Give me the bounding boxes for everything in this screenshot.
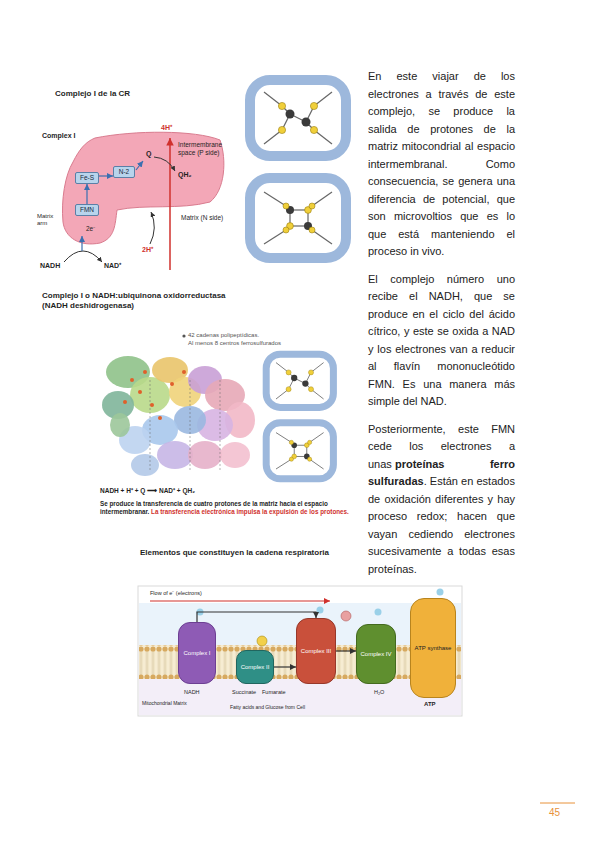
cofactor-box: FMN	[75, 204, 99, 216]
complex-blob-outline	[62, 132, 223, 244]
cluster-box: N-2	[113, 166, 135, 178]
complex-structure-figure-part	[188, 441, 222, 469]
page-rule	[540, 803, 575, 804]
complex-structure-figure-part	[138, 390, 142, 394]
respiratory-chain-figure-part	[150, 600, 330, 601]
respiratory-chain-figure-part	[138, 586, 462, 716]
respiratory-chain-figure-part	[257, 636, 267, 646]
complex-structure-figure-part	[182, 334, 185, 337]
complex-one-arrows-part	[81, 236, 82, 251]
complex-shape: Complex IV	[356, 624, 396, 684]
complex-structure-figure-part	[182, 370, 186, 374]
complex-structure-figure-part	[130, 377, 170, 413]
flow-arrow	[99, 175, 113, 176]
product-label: H₂O	[374, 689, 384, 696]
ubiquinone-label: Q	[146, 150, 151, 158]
respiratory-chain-figure-part	[317, 607, 324, 614]
complex-structure-figure-part	[130, 378, 134, 382]
proton-label: 4H⁺	[161, 124, 172, 132]
note-text: 42 cadenas polipeptídicas.	[188, 332, 259, 339]
iron-sulfur-figure	[266, 354, 333, 479]
cofactor-name: FMN	[80, 206, 94, 213]
figure-caption: Se produce la transferencia de cuatro pr…	[100, 500, 352, 516]
region-label: Mitochondrial Matrix	[142, 700, 187, 706]
page-number: 45	[549, 807, 560, 819]
complex-structure-figure	[102, 334, 255, 476]
complex-structure-figure-part	[190, 380, 191, 470]
cluster-box: Fe-S	[75, 172, 99, 184]
electron-label: 2e⁻	[86, 225, 95, 233]
complex-name: Complex III	[301, 648, 331, 655]
highlight-text: La transferencia electrónica impulsa la …	[151, 508, 349, 515]
iron-sulfur-figure	[250, 80, 346, 258]
complex-one-arrows-part	[150, 212, 154, 244]
substrate-label: NADH	[184, 689, 200, 696]
paragraph: El complejo número uno recibe el NADH, q…	[368, 271, 515, 411]
complex-name: Complex IV	[360, 651, 391, 658]
flow-arrow	[336, 650, 356, 651]
respiratory-chain-figure-part	[437, 589, 444, 596]
complex-name: Complex II	[241, 664, 270, 671]
complex-shape: Complex II	[236, 650, 274, 684]
complex-shape: Complex III	[296, 618, 336, 684]
region-label: Matrix arm	[37, 213, 65, 227]
substrate-label: Succinate	[232, 689, 256, 696]
respiratory-chain-figure-part	[341, 611, 351, 621]
product-label: NAD⁺	[104, 262, 121, 270]
body-text: El complejo número uno recibe el NADH, q…	[368, 273, 515, 408]
complex-name: Complex I	[42, 132, 75, 140]
text-column: En este viajar de los electrones a travé…	[368, 68, 515, 588]
product-label: Fumarate	[262, 689, 286, 696]
complex-one-arrows-part	[64, 251, 102, 262]
note-text: Al menos 8 centros ferrosulfurados	[188, 340, 281, 347]
note-text: Fatty acids and Glucose from Cell	[230, 704, 305, 710]
cluster-name: N-2	[119, 168, 129, 175]
flow-arrow	[274, 666, 296, 667]
equation: NADH + H⁺ + Q ⟶ NAD⁺ + QH₂	[100, 487, 195, 495]
complex-structure-figure-part	[123, 400, 127, 404]
substrate-label: NADH	[40, 262, 60, 270]
body-text: . Están en estados de oxidación diferent…	[368, 475, 515, 575]
figure-heading: Complejo I de la CR	[55, 89, 130, 99]
complex-name: ATP synthase	[415, 645, 452, 652]
body-text: En este viajar de los electrones a travé…	[368, 70, 515, 257]
complex-structure-figure-part	[143, 370, 147, 374]
paragraph: En este viajar de los electrones a travé…	[368, 68, 515, 261]
cluster-name: Fe-S	[80, 174, 94, 181]
complex-structure-figure-part	[158, 416, 162, 420]
complex-shape: Complex I	[178, 622, 216, 684]
complex-structure-figure-part	[170, 382, 174, 386]
complex-structure-figure-part	[220, 442, 250, 468]
complex-structure-figure-part	[150, 403, 154, 407]
respiratory-chain-figure	[138, 586, 462, 716]
atp-synthase-shape: ATP synthase	[410, 598, 456, 698]
flow-arrow	[86, 184, 87, 204]
region-label: Matrix (N side)	[181, 214, 237, 222]
figure-caption: Complejo I o NADH:ubiquinona oxidorreduc…	[42, 291, 242, 310]
respiratory-chain-figure-part	[375, 609, 382, 616]
paragraph: Posteriormente, este FMN cede los electr…	[368, 421, 515, 579]
flow-label: Flow of e⁻ (electrons)	[150, 590, 202, 597]
complex-structure-figure-part	[110, 413, 130, 437]
figure-heading: Elementos que constituyen la cadena resp…	[140, 548, 329, 558]
complex-structure-figure-part	[150, 380, 151, 470]
complex-structure-figure-part	[157, 441, 193, 469]
complex-one-arrows-part	[169, 138, 171, 270]
product-label: ATP	[424, 701, 436, 708]
complex-structure-figure-part	[220, 380, 221, 470]
proton-label: 2H⁺	[142, 246, 153, 254]
complex-name: Complex I	[183, 650, 210, 657]
complex-structure-figure-part	[131, 454, 159, 476]
ubiquinol-label: QH₂	[178, 171, 192, 179]
region-label: Intermembrane space (P side)	[178, 141, 234, 157]
flow-arrow	[197, 612, 316, 622]
